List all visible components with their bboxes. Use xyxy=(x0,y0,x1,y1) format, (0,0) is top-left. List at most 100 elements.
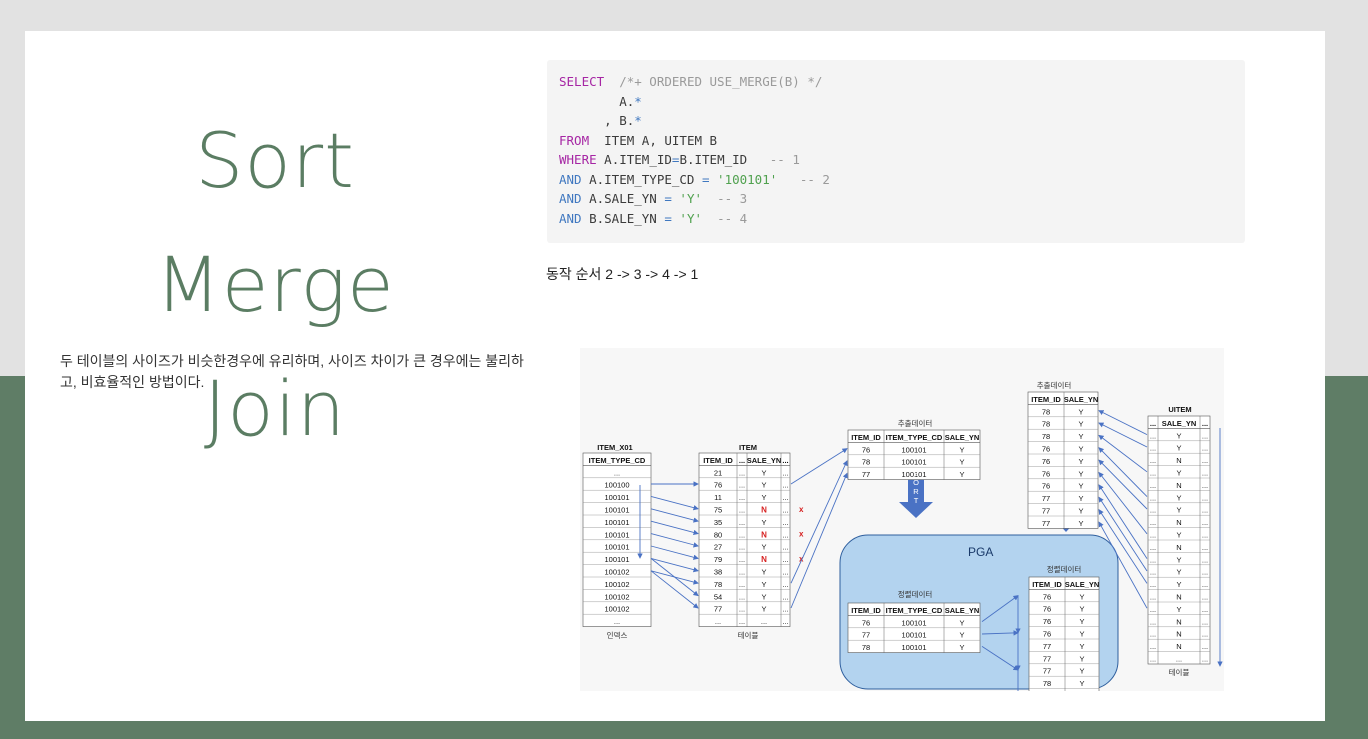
table-cell: Y xyxy=(959,458,964,467)
flow-arrow xyxy=(981,646,1019,671)
table-cell: 77 xyxy=(862,470,870,479)
flow-arrow xyxy=(1098,410,1148,436)
code-line-1: SELECT /*+ ORDERED USE_MERGE(B) */ xyxy=(559,74,823,89)
table-cell: ... xyxy=(1150,543,1156,552)
table-cell: ... xyxy=(1202,469,1208,478)
table-cell: 76 xyxy=(714,481,722,490)
table-cell: ... xyxy=(1202,655,1208,664)
table-cell: 76 xyxy=(1043,592,1051,601)
table-cell: ... xyxy=(1202,617,1208,626)
sql-code-block: SELECT /*+ ORDERED USE_MERGE(B) */ A.* ,… xyxy=(547,60,1245,243)
table-cell: 100101 xyxy=(901,458,926,467)
table-cell: Y xyxy=(1176,444,1181,453)
filtered-out-mark: x xyxy=(799,505,804,514)
flow-arrow xyxy=(650,570,699,585)
table-header-cell: SALE_YN xyxy=(945,606,980,615)
code-line-5: WHERE A.ITEM_ID=B.ITEM_ID -- 1 xyxy=(559,152,800,167)
table-cell: ... xyxy=(782,506,788,515)
table-cell: 21 xyxy=(714,468,722,477)
table-cell: ... xyxy=(782,555,788,564)
flow-arrow xyxy=(650,520,699,536)
table-cell: Y xyxy=(959,470,964,479)
table-header-cell: SALE_YN xyxy=(747,456,782,465)
table-cell: Y xyxy=(1078,482,1083,491)
table-cell: N xyxy=(761,555,767,564)
table-cell: ... xyxy=(739,518,745,527)
table-cell: ... xyxy=(761,617,767,626)
flow-arrow xyxy=(1098,447,1148,497)
flow-arrow xyxy=(650,570,699,609)
sort-arrow xyxy=(899,466,933,518)
table-cell: Y xyxy=(1078,432,1083,441)
table-cell: 77 xyxy=(1043,642,1051,651)
table-cell: Y xyxy=(761,481,766,490)
table-cell: N xyxy=(1176,593,1181,602)
table-cell: Y xyxy=(1079,605,1084,614)
flow-arrow xyxy=(650,533,699,548)
table-cell: Y xyxy=(1176,605,1181,614)
table-cell: N xyxy=(1176,481,1181,490)
code-line-8: AND B.SALE_YN = 'Y' -- 4 xyxy=(559,210,748,226)
table-cell: 100101 xyxy=(901,445,926,454)
table-cell: ... xyxy=(739,617,745,626)
table-cell: Y xyxy=(761,518,766,527)
table-cell: ... xyxy=(782,493,788,502)
sorted-right-title: 정렬데이터 xyxy=(1047,564,1082,574)
table-cell: ... xyxy=(1150,431,1156,440)
table-header-cell: SALE_YN xyxy=(1162,419,1197,428)
table-cell: Y xyxy=(1176,431,1181,440)
code-line-3: , B.* xyxy=(559,113,642,128)
slide-card: Sort Merge Join SELECT /*+ ORDERED USE_M… xyxy=(25,31,1325,721)
table-cell: ... xyxy=(1202,605,1208,614)
table-cell: ... xyxy=(1202,518,1208,527)
execution-order-text: 동작 순서 2 -> 3 -> 4 -> 1 xyxy=(546,266,699,282)
flow-arrow xyxy=(790,460,848,584)
flow-arrow xyxy=(1098,471,1148,535)
table-cell: Y xyxy=(1078,457,1083,466)
table-cell: 80 xyxy=(714,530,722,539)
table-header-cell: ITEM_TYPE_CD xyxy=(886,606,943,615)
table-cell: ... xyxy=(739,543,745,552)
table-cell: 78 xyxy=(862,458,870,467)
table-cell: 100101 xyxy=(604,518,629,527)
table-cell: 76 xyxy=(1042,457,1050,466)
table-cell: ... xyxy=(1150,518,1156,527)
flow-arrow xyxy=(650,545,699,560)
flow-arrow xyxy=(981,630,1019,636)
table-cell: N xyxy=(761,506,767,515)
table-header-cell: SALE_YN xyxy=(1064,395,1099,404)
code-line-2: A.* xyxy=(559,93,642,109)
table-cell: 100102 xyxy=(604,592,629,601)
table-cell: ... xyxy=(1202,630,1208,639)
table-cell: ... xyxy=(782,518,788,527)
uitem-table-caption: 테이블 xyxy=(1169,667,1190,677)
table-header-cell: ITEM_ID xyxy=(703,456,733,465)
table-cell: ... xyxy=(1202,444,1208,453)
table-cell: N xyxy=(1176,456,1181,465)
table-cell: Y xyxy=(1079,667,1084,676)
sort-letter: S xyxy=(913,469,918,478)
table-cell: Y xyxy=(959,445,964,454)
table-cell: ... xyxy=(1202,481,1208,490)
table-cell: ... xyxy=(1150,555,1156,564)
flow-arrow xyxy=(1098,459,1148,510)
sorted-left-title: 정렬데이터 xyxy=(898,589,933,599)
table-cell: ... xyxy=(739,481,745,490)
table-cell: Y xyxy=(1176,493,1181,502)
table-cell: 100101 xyxy=(604,506,629,515)
table-cell: ... xyxy=(739,580,745,589)
table-cell: ... xyxy=(1202,493,1208,502)
uitem-table-title: UITEM xyxy=(1168,405,1191,414)
table-cell: ... xyxy=(1202,642,1208,651)
extract1-title: 추출데이터 xyxy=(898,418,933,428)
table-cell: N xyxy=(1176,617,1181,626)
table-cell: N xyxy=(761,530,767,539)
table-cell: ... xyxy=(739,493,745,502)
table-cell: Y xyxy=(1176,555,1181,564)
title-line-2: Join xyxy=(203,364,347,453)
table-cell: 100102 xyxy=(604,605,629,614)
table-cell: Y xyxy=(1079,654,1084,663)
diagram-svg: PGA ITEM_X01ITEM_TYPE_CD...1001001001011… xyxy=(582,380,1223,691)
